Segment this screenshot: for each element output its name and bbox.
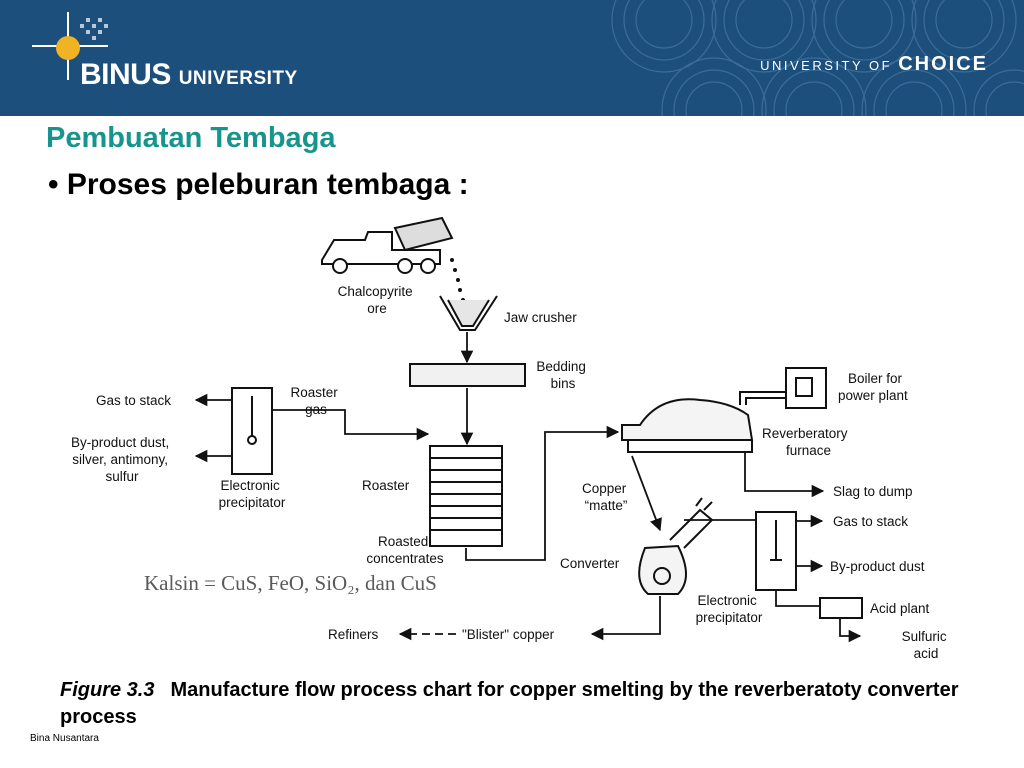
tagline-emphasis: CHOICE xyxy=(898,53,988,75)
right-precipitator-icon xyxy=(755,511,797,591)
binus-logo-icon xyxy=(32,12,108,80)
kalsin-note: Kalsin = CuS, FeO, SiO₂, dan CuS xyxy=(144,571,437,595)
reverberatory-furnace-icon xyxy=(621,398,754,453)
tagline-prefix: UNIVERSITY OF xyxy=(760,58,893,73)
label-boiler: Boiler for power plant xyxy=(838,371,908,403)
slide-bullet: • Proses peleburan tembaga : xyxy=(48,168,469,201)
converter-icon xyxy=(638,497,714,595)
brand-sub: UNIVERSITY xyxy=(178,68,298,89)
label-roaster: Roaster xyxy=(362,478,410,493)
label-slag: Slag to dump xyxy=(833,484,913,499)
header-circle-pattern xyxy=(611,0,1024,116)
label-gas-to-stack-left: Gas to stack xyxy=(96,393,171,408)
label-gas-to-stack-right: Gas to stack xyxy=(833,514,908,529)
tagline: UNIVERSITY OF CHOICE xyxy=(760,53,988,76)
label-converter: Converter xyxy=(560,556,620,571)
label-blister-copper: "Blister" copper xyxy=(462,627,555,642)
label-refiners: Refiners xyxy=(328,627,379,642)
label-reverberatory: Reverberatory furnace xyxy=(762,426,851,458)
brand-main: BINUS xyxy=(80,58,171,91)
label-chalcopyrite: Chalcopyrite ore xyxy=(338,284,417,316)
header-banner: BINUS UNIVERSITY UNIVERSITY OF CHOICE xyxy=(0,0,1024,116)
left-precipitator-icon xyxy=(231,387,273,475)
boiler-icon xyxy=(739,367,827,409)
label-byproduct-right: By-product dust xyxy=(830,559,925,574)
roaster-icon xyxy=(429,445,503,547)
truck-icon xyxy=(321,216,454,274)
label-precipitator-left: Electronic precipitator xyxy=(219,478,286,510)
bedding-bins-box xyxy=(409,363,526,387)
label-acid-plant: Acid plant xyxy=(870,601,930,616)
acid-plant-box xyxy=(819,597,863,619)
label-jaw-crusher: Jaw crusher xyxy=(504,310,577,325)
label-copper-matte: Copper “matte” xyxy=(582,481,630,513)
label-roasted-concentrates: Roasted concentrates xyxy=(366,534,444,566)
slide-title: Pembuatan Tembaga xyxy=(46,122,336,154)
label-bedding-bins: Bedding bins xyxy=(536,359,589,391)
label-precipitator-right: Electronic precipitator xyxy=(696,593,763,625)
footer-text: Bina Nusantara xyxy=(30,733,99,744)
label-roaster-gas: Roaster gas xyxy=(290,385,341,417)
label-byproduct-left: By-product dust, silver, antimony, sulfu… xyxy=(71,435,173,484)
caption-figure-number: Figure 3.3 xyxy=(60,679,155,701)
caption-text: Manufacture flow process chart for coppe… xyxy=(60,679,959,728)
label-sulfuric-acid: Sulfuric acid xyxy=(902,629,951,661)
jaw-crusher-icon xyxy=(439,295,498,331)
brand-wordmark: BINUS UNIVERSITY xyxy=(80,58,298,92)
